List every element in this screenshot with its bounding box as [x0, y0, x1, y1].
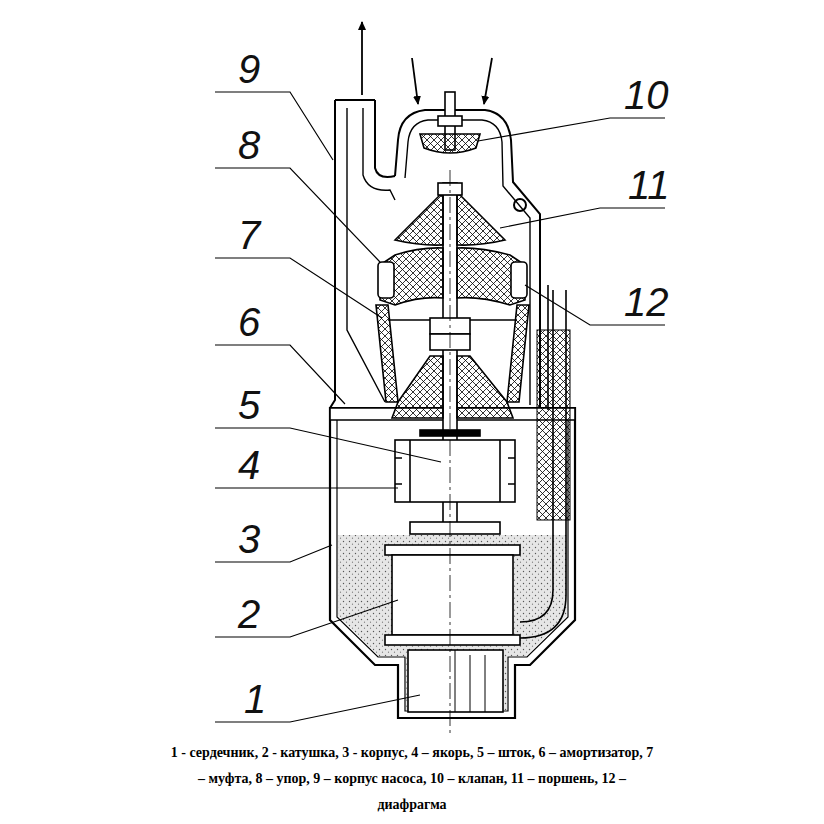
inlet-arrow: [484, 58, 492, 104]
pipe-inner-wall: [363, 108, 395, 200]
leader-line: [215, 487, 398, 488]
leader-line: [478, 118, 665, 141]
leader-lines: [215, 92, 665, 722]
motor-body-inner: [337, 418, 568, 711]
anchor-details: [395, 440, 515, 502]
callout-number: 5: [238, 385, 260, 425]
caption-text: 1 - сердечник, 2 - катушка, 3 - корпус, …: [167, 740, 657, 818]
callout-number: 7: [238, 215, 260, 255]
valve-disc: [420, 134, 480, 153]
core: [408, 650, 503, 712]
housing-group: [330, 100, 575, 718]
piston-right: [457, 195, 505, 245]
anchor: [395, 440, 515, 502]
coil-flange: [385, 545, 520, 555]
flow-arrows: [362, 22, 492, 104]
stop-left: [378, 262, 394, 298]
callout-number: 10: [624, 75, 669, 115]
stop-right: [511, 262, 527, 298]
leader-line: [215, 92, 333, 160]
callout-number: 2: [238, 594, 260, 634]
callout-number: 4: [238, 445, 260, 485]
pump-housing-left-wall: [330, 100, 335, 408]
core-laminations: [455, 650, 485, 712]
outlet-arrow: [361, 22, 363, 95]
inlet-arrow: [412, 58, 418, 104]
callout-number: 11: [628, 165, 670, 205]
coil: [392, 555, 513, 635]
cable-wire: [520, 290, 566, 638]
callout-number: 3: [238, 519, 260, 559]
leader-line: [215, 345, 345, 404]
leader-line: [500, 208, 665, 228]
coil-flange: [385, 635, 520, 645]
callout-number: 8: [238, 125, 260, 165]
pipe-top: [335, 99, 375, 101]
pipe-right-wall: [375, 100, 395, 177]
pipe-inner-wall: [347, 108, 385, 402]
leader-line: [215, 545, 332, 562]
leader-line: [215, 168, 380, 262]
hinge-eye: [514, 199, 526, 211]
cable-wire: [520, 290, 553, 622]
valve-nut: [438, 116, 462, 126]
callout-number: 9: [238, 49, 260, 89]
callout-number: 1: [244, 679, 266, 719]
callout-number: 6: [238, 302, 260, 342]
shock-absorber-right: [457, 356, 513, 418]
callout-number: 12: [624, 282, 669, 322]
centre-line: [450, 170, 451, 735]
piston-left: [395, 195, 443, 245]
shock-absorber-left: [392, 356, 443, 418]
core-top: [410, 522, 500, 534]
internal-parts: [330, 92, 575, 712]
